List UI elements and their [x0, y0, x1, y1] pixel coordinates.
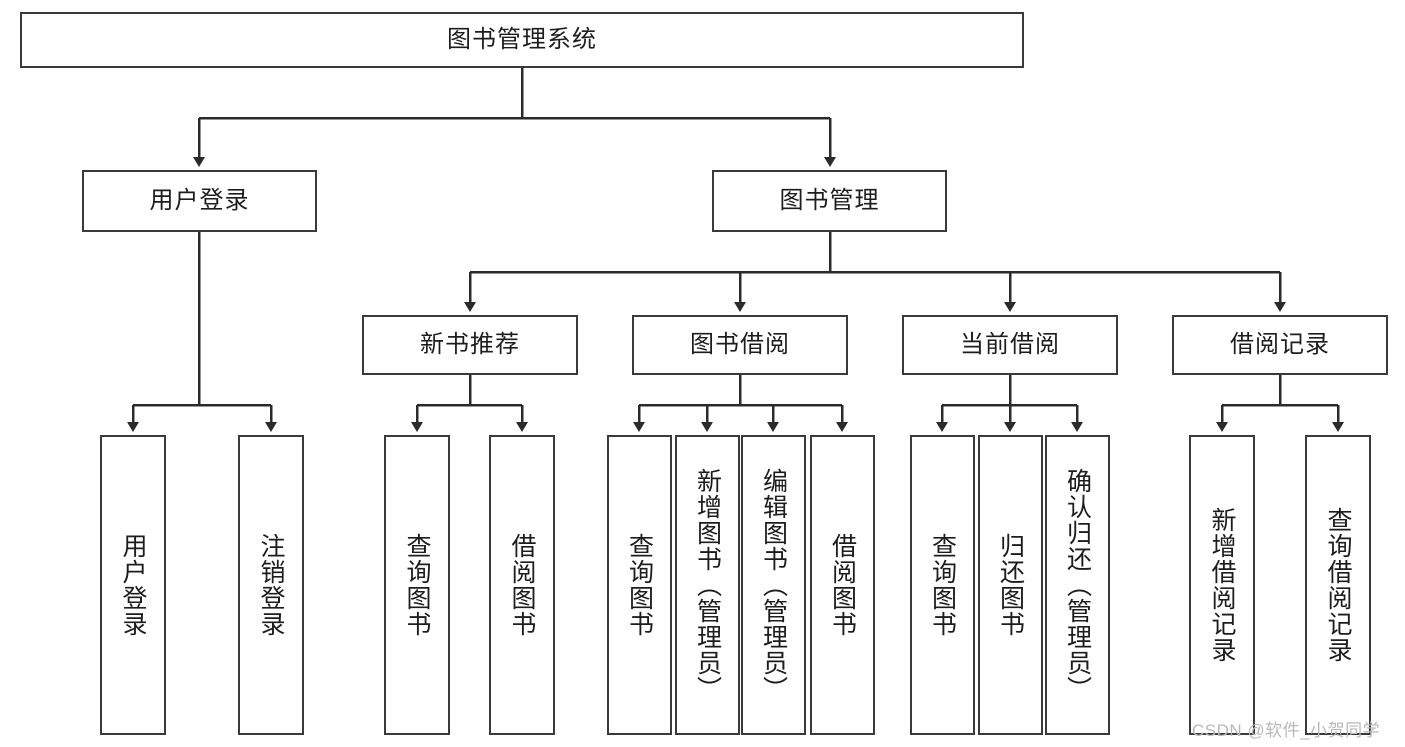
node-label: 图书管理系统: [447, 25, 597, 53]
node-label: 注销登录: [257, 533, 285, 637]
node-label: 用户登录: [119, 533, 147, 637]
node-root-system[interactable]: 图书管理系统: [20, 12, 1024, 68]
leaf-new-book-borrow[interactable]: 借阅图书: [489, 435, 555, 735]
node-label: 借阅图书: [508, 533, 536, 637]
node-label: 确认归还（管理员）: [1063, 468, 1092, 702]
node-borrow-record[interactable]: 借阅记录: [1172, 315, 1388, 375]
leaf-current-borrow-query[interactable]: 查询图书: [910, 435, 975, 735]
node-label: 新书推荐: [420, 330, 520, 358]
node-current-borrow[interactable]: 当前借阅: [902, 315, 1118, 375]
node-book-borrow[interactable]: 图书借阅: [632, 315, 848, 375]
node-label: 图书管理: [779, 186, 880, 214]
node-label: 查询图书: [928, 533, 957, 637]
node-label: 查询图书: [625, 533, 654, 637]
node-new-book-recommend[interactable]: 新书推荐: [362, 315, 578, 375]
node-label: 归还图书: [996, 533, 1025, 637]
node-label: 新增借阅记录: [1208, 507, 1236, 663]
node-label: 用户登录: [149, 186, 250, 214]
leaf-book-borrow-query[interactable]: 查询图书: [607, 435, 672, 735]
node-label: 借阅记录: [1230, 330, 1330, 358]
leaf-borrow-record-query[interactable]: 查询借阅记录: [1305, 435, 1371, 735]
leaf-book-borrow-lend[interactable]: 借阅图书: [810, 435, 875, 735]
leaf-current-borrow-return[interactable]: 归还图书: [978, 435, 1043, 735]
leaf-book-borrow-add[interactable]: 新增图书（管理员）: [675, 435, 740, 735]
node-label: 编辑图书（管理员）: [759, 468, 788, 702]
leaf-user-login-signin[interactable]: 用户登录: [100, 435, 166, 735]
leaf-book-borrow-edit[interactable]: 编辑图书（管理员）: [741, 435, 806, 735]
node-user-login[interactable]: 用户登录: [82, 170, 317, 232]
leaf-borrow-record-add[interactable]: 新增借阅记录: [1189, 435, 1255, 735]
csdn-watermark: CSDN @软件_小贺同学: [1192, 721, 1381, 740]
leaf-user-login-signout[interactable]: 注销登录: [238, 435, 304, 735]
node-label: 当前借阅: [960, 330, 1060, 358]
node-label: 借阅图书: [828, 533, 857, 637]
node-label: 新增图书（管理员）: [693, 468, 722, 702]
leaf-current-borrow-confirm[interactable]: 确认归还（管理员）: [1045, 435, 1110, 735]
node-label: 查询借阅记录: [1324, 507, 1352, 663]
leaf-new-book-query[interactable]: 查询图书: [384, 435, 450, 735]
node-label: 图书借阅: [690, 330, 790, 358]
node-book-management[interactable]: 图书管理: [712, 170, 947, 232]
node-label: 查询图书: [403, 533, 431, 637]
